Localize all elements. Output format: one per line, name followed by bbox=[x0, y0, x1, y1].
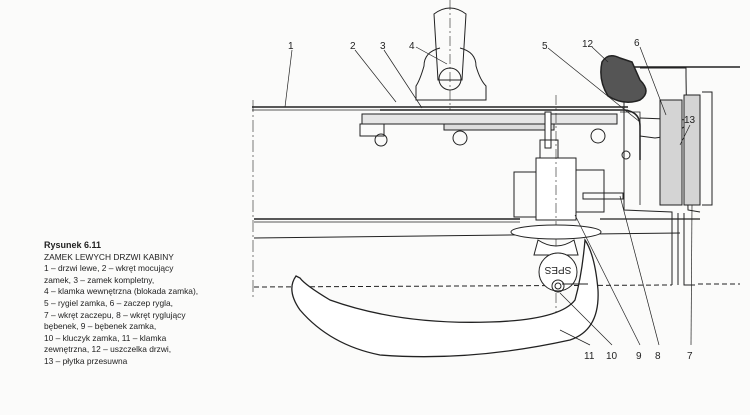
callout-8: 8 bbox=[655, 351, 661, 362]
callout-13: 13 bbox=[684, 115, 696, 126]
callout-9: 9 bbox=[636, 351, 642, 362]
figure-caption: Rysunek 6.11 ZAMEK LEWYCH DRZWI KABINY 1… bbox=[44, 240, 244, 368]
legend-line: bębenek, 9 – bębenek zamka, bbox=[44, 321, 157, 332]
door-seal bbox=[600, 55, 647, 103]
callout-12: 12 bbox=[582, 39, 594, 50]
inner-handle bbox=[415, 0, 487, 110]
legend-line: 5 – rygiel zamka, 6 – zaczep rygla, bbox=[44, 297, 173, 308]
figure-number: Rysunek 6.11 bbox=[44, 240, 102, 250]
callout-1: 1 bbox=[288, 41, 294, 52]
legend-line: 1 – drzwi lewe, 2 – wkręt mocujący bbox=[44, 263, 174, 274]
key-barrel bbox=[538, 252, 588, 293]
figure-title: ZAMEK LEWYCH DRZWI KABINY bbox=[44, 251, 174, 262]
legend-line: zewnętrzna, 12 – uszczelka drzwi, bbox=[44, 344, 172, 355]
callout-7: 7 bbox=[687, 351, 693, 362]
callout-11: 11 bbox=[584, 351, 595, 362]
legend-line: 4 – klamka wewnętrzna (blokada zamka), bbox=[44, 286, 199, 297]
callout-4: 4 bbox=[409, 41, 415, 52]
callout-labels: 1 2 3 4 5 12 6 13 11 10 9 8 7 bbox=[288, 38, 696, 362]
callout-6: 6 bbox=[634, 38, 640, 49]
legend-line: 10 – kluczyk zamka, 11 – klamka bbox=[44, 332, 167, 343]
legend-line: 7 – wkręt zaczepu, 8 – wkręt ryglujący bbox=[44, 309, 186, 320]
callout-3: 3 bbox=[380, 41, 386, 52]
callout-5: 5 bbox=[542, 41, 548, 52]
lock-cylinder bbox=[510, 95, 624, 320]
callout-10: 10 bbox=[606, 351, 618, 362]
legend-line: zamek, 3 – zamek kompletny, bbox=[44, 274, 155, 285]
lock-marking: SPES bbox=[544, 264, 571, 275]
outer-handle bbox=[291, 238, 599, 358]
legend-line: 13 – płytka przesuwna bbox=[44, 355, 128, 366]
door-panel bbox=[252, 66, 740, 300]
leader-lines bbox=[284, 46, 693, 346]
callout-2: 2 bbox=[350, 41, 356, 52]
